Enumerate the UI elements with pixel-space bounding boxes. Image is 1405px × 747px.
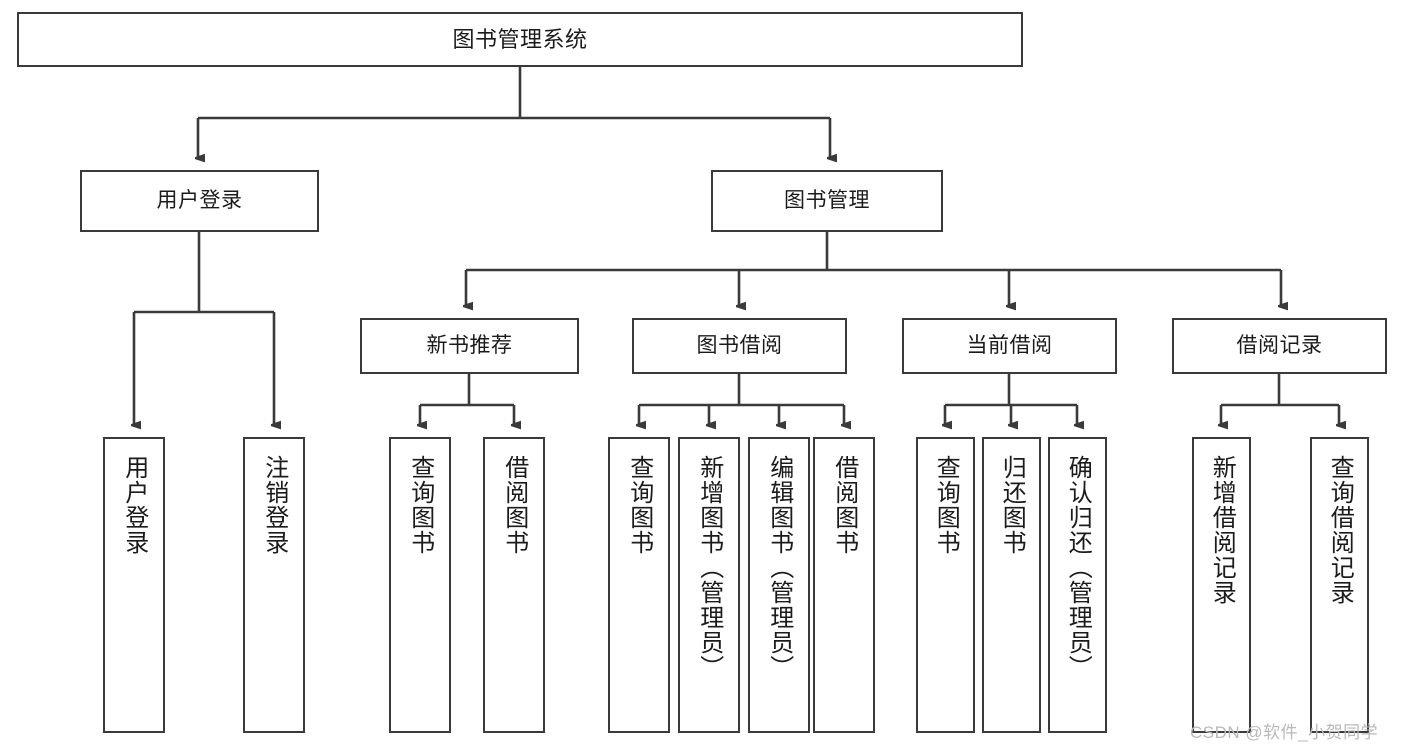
node-query-book-current[interactable]: 查询图书 bbox=[916, 437, 975, 733]
node-query-borrow-record-label: 查询借阅记录 bbox=[1326, 455, 1354, 605]
node-new-book-recommend-label: 新书推荐 bbox=[426, 333, 513, 357]
node-add-book-admin-label: 新增图书（管理员） bbox=[695, 455, 723, 680]
node-logout-leaf[interactable]: 注销登录 bbox=[243, 437, 305, 733]
node-query-book-borrow[interactable]: 查询图书 bbox=[608, 437, 670, 733]
node-root-label: 图书管理系统 bbox=[452, 26, 588, 52]
node-query-book-current-label: 查询图书 bbox=[932, 455, 960, 555]
node-borrow-record[interactable]: 借阅记录 bbox=[1172, 318, 1387, 374]
node-return-book[interactable]: 归还图书 bbox=[982, 437, 1041, 733]
node-new-book-recommend[interactable]: 新书推荐 bbox=[360, 318, 579, 374]
csdn-watermark: CSDN @软件_小贺同学 bbox=[1190, 723, 1379, 742]
node-edit-book-admin-label: 编辑图书（管理员） bbox=[765, 455, 793, 680]
node-borrow-book-borrow[interactable]: 借阅图书 bbox=[813, 437, 875, 733]
node-add-borrow-record[interactable]: 新增借阅记录 bbox=[1192, 437, 1251, 733]
node-book-borrow-label: 图书借阅 bbox=[696, 333, 783, 357]
node-query-book-recommend[interactable]: 查询图书 bbox=[389, 437, 451, 733]
node-user-login-leaf[interactable]: 用户登录 bbox=[103, 437, 165, 733]
node-borrow-book-recommend[interactable]: 借阅图书 bbox=[483, 437, 545, 733]
node-borrow-book-borrow-label: 借阅图书 bbox=[830, 455, 858, 555]
node-user-login-leaf-label: 用户登录 bbox=[120, 455, 148, 555]
node-add-borrow-record-label: 新增借阅记录 bbox=[1208, 455, 1236, 605]
node-edit-book-admin[interactable]: 编辑图书（管理员） bbox=[748, 437, 810, 733]
node-logout-leaf-label: 注销登录 bbox=[260, 455, 288, 555]
node-current-borrow-label: 当前借阅 bbox=[966, 333, 1053, 357]
node-query-book-borrow-label: 查询图书 bbox=[625, 455, 653, 555]
node-query-borrow-record[interactable]: 查询借阅记录 bbox=[1310, 437, 1369, 733]
node-borrow-book-recommend-label: 借阅图书 bbox=[500, 455, 528, 555]
node-confirm-return-admin-label: 确认归还（管理员） bbox=[1064, 455, 1092, 680]
node-user-login-label: 用户登录 bbox=[156, 188, 243, 212]
node-book-borrow[interactable]: 图书借阅 bbox=[632, 318, 847, 374]
node-add-book-admin[interactable]: 新增图书（管理员） bbox=[678, 437, 740, 733]
node-book-manage[interactable]: 图书管理 bbox=[711, 170, 943, 232]
node-root[interactable]: 图书管理系统 bbox=[17, 12, 1023, 67]
node-query-book-recommend-label: 查询图书 bbox=[406, 455, 434, 555]
node-user-login[interactable]: 用户登录 bbox=[80, 170, 319, 232]
node-return-book-label: 归还图书 bbox=[998, 455, 1026, 555]
node-book-manage-label: 图书管理 bbox=[784, 188, 870, 212]
node-current-borrow[interactable]: 当前借阅 bbox=[902, 318, 1117, 374]
node-borrow-record-label: 借阅记录 bbox=[1236, 333, 1323, 357]
node-confirm-return-admin[interactable]: 确认归还（管理员） bbox=[1048, 437, 1107, 733]
